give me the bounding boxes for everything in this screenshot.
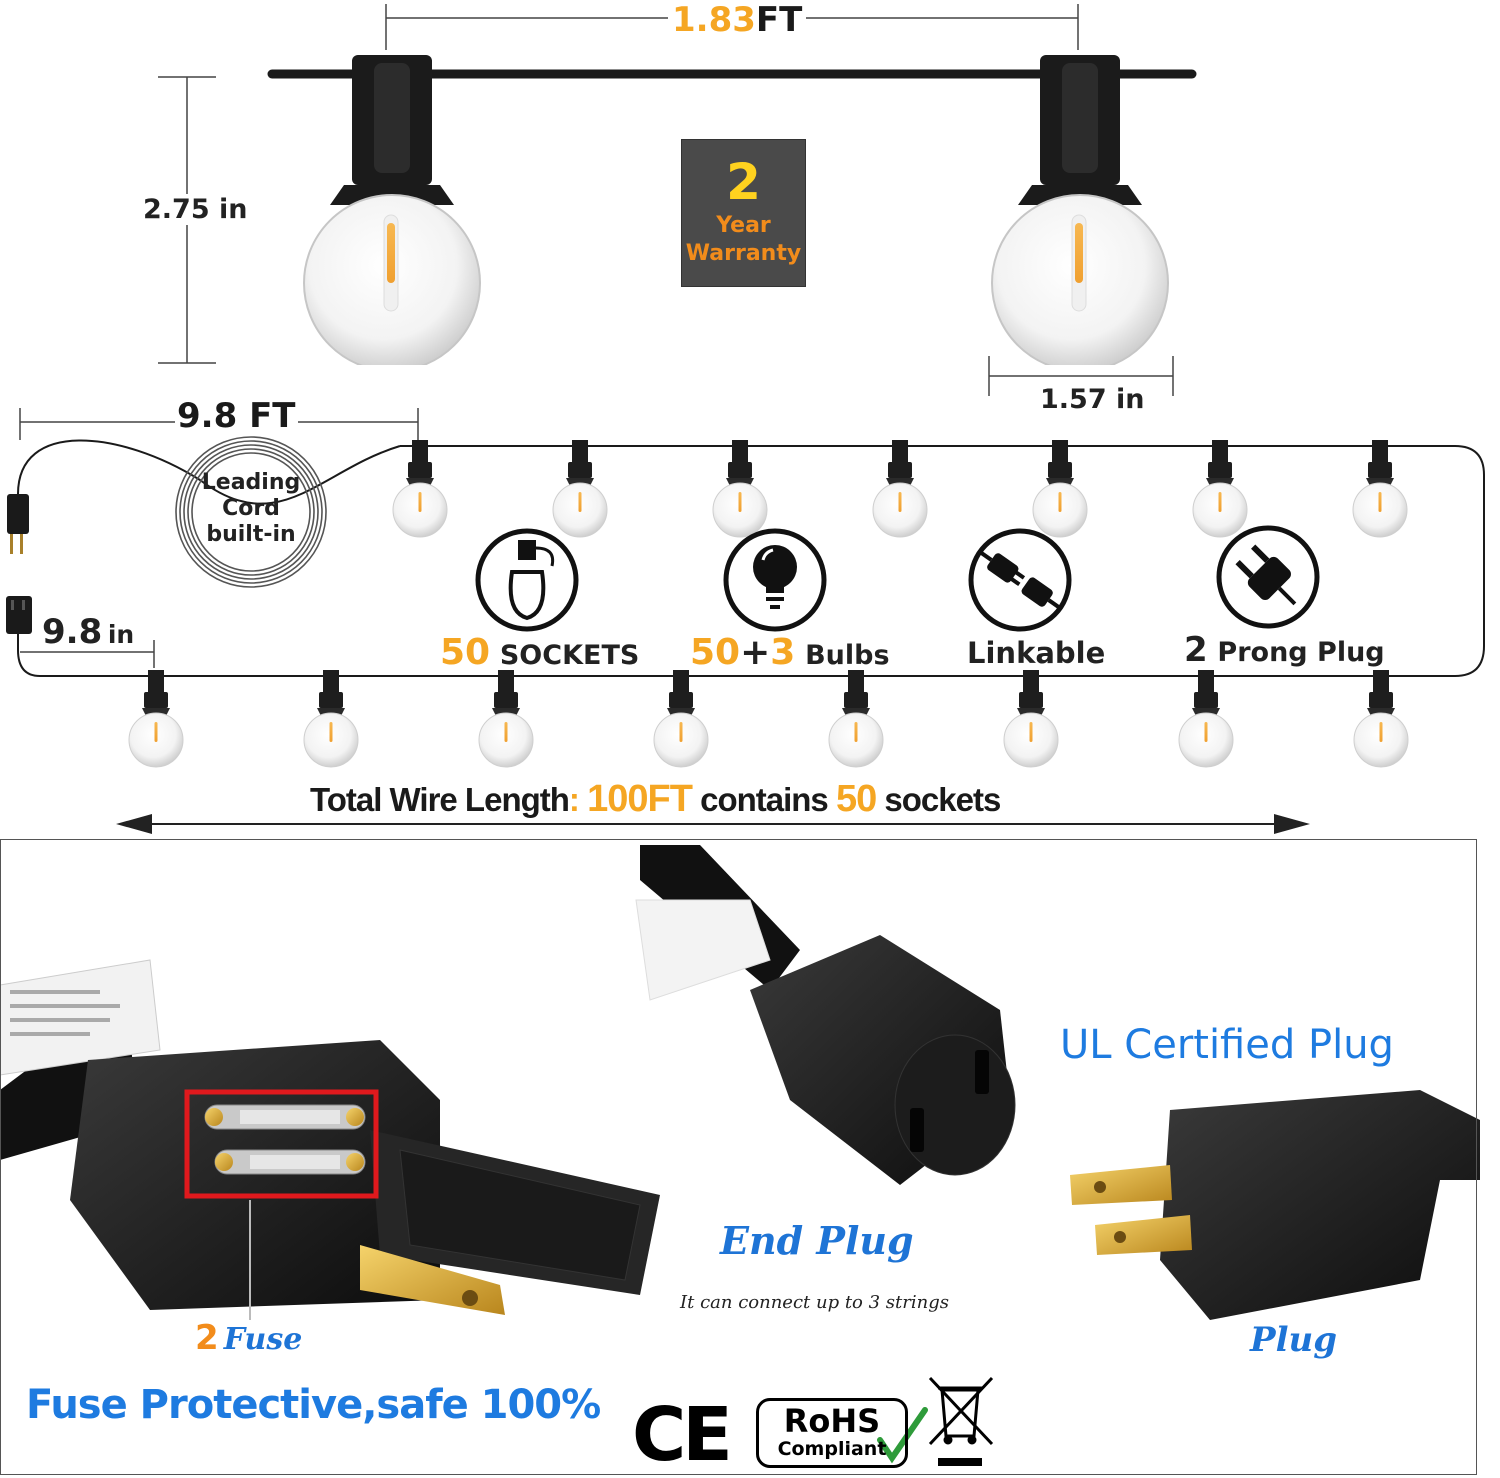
total-wire-suffix: sockets (884, 781, 1001, 818)
end-plug-caption: It can connect up to 3 strings (680, 1292, 949, 1313)
socket-icon (475, 528, 579, 632)
prong-count: 2 (1184, 630, 1208, 670)
end-plug-photo (635, 845, 1016, 1185)
warranty-number: 2 (726, 153, 761, 211)
total-wire-length-value: 100FT (587, 778, 693, 820)
warranty-line2: Warranty (685, 241, 802, 266)
ul-certified-headline: UL Certified Plug (1060, 1022, 1394, 1068)
plug-title: Plug (1250, 1320, 1337, 1360)
warranty-badge: 2 Year Warranty (681, 139, 806, 287)
leading-line3: built-in (206, 522, 296, 547)
bulbs-spare: 3 (770, 632, 796, 673)
total-wire-prefix: Total Wire Length (310, 781, 570, 818)
bulb-height-label: 2.75 in (143, 194, 248, 225)
rohs-line1: RoHS (783, 1402, 881, 1440)
total-wire-colon: : (568, 781, 580, 818)
total-wire-length: Total Wire Length: 100FT contains 50 soc… (310, 778, 1001, 821)
bulbs-plus: + (740, 632, 771, 673)
total-wire-count: 50 (835, 778, 877, 820)
rohs-line2: Compliant (777, 1438, 887, 1460)
feature-sockets: 50 SOCKETS (440, 632, 639, 673)
spacing-value: 1.83 (672, 0, 756, 40)
total-wire-middle: contains (700, 781, 829, 818)
end-plug-title: End Plug (720, 1218, 914, 1263)
fuse-count-label: 2 Fuse (195, 1318, 302, 1358)
feature-prong-plug: 2 Prong Plug (1184, 630, 1385, 670)
prong-label: Prong Plug (1217, 637, 1385, 668)
fuse-plug-photo (0, 959, 660, 1320)
prong-plug-icon (1216, 525, 1320, 629)
leading-line2: Cord (222, 496, 280, 521)
male-plug-icon (7, 494, 29, 554)
fuse-label: Fuse (223, 1322, 303, 1357)
main-plug-photo (1070, 1090, 1480, 1320)
bulb-width-label: 1.57 in (1040, 384, 1145, 415)
sockets-count: 50 (440, 632, 491, 673)
fuse-count: 2 (195, 1318, 219, 1358)
linkable-label: Linkable (967, 636, 1106, 670)
leading-cord-label: Leading Cord built-in (196, 470, 306, 548)
linkable-icon (968, 528, 1072, 632)
warranty-line1: Year (716, 213, 771, 238)
feature-bulbs: 50+3 Bulbs (690, 632, 890, 673)
ce-mark: CE (632, 1392, 733, 1478)
end-cord-unit: in (107, 620, 135, 649)
end-cord-value: 9.8 (42, 612, 103, 652)
bulbs-label: Bulbs (805, 640, 890, 671)
bulb-icon (723, 528, 827, 632)
female-plug-icon (6, 596, 32, 634)
fuse-headline: Fuse Protective,safe 100% (26, 1382, 601, 1428)
spacing-unit: FT (755, 0, 803, 40)
leading-line1: Leading (201, 470, 301, 495)
leading-cord-length: 9.8 FT (175, 396, 298, 436)
bulbs-count: 50 (690, 632, 741, 673)
sockets-label: SOCKETS (499, 640, 640, 671)
crossed-bin-icon (928, 1376, 994, 1466)
photo-panel (0, 839, 1477, 1475)
spacing-dimension: 1.83FT (668, 0, 807, 40)
check-icon (877, 1407, 928, 1464)
end-cord-length: 9.8 in (42, 612, 134, 652)
feature-linkable: Linkable (967, 636, 1105, 670)
rohs-badge: RoHS Compliant (756, 1398, 908, 1468)
